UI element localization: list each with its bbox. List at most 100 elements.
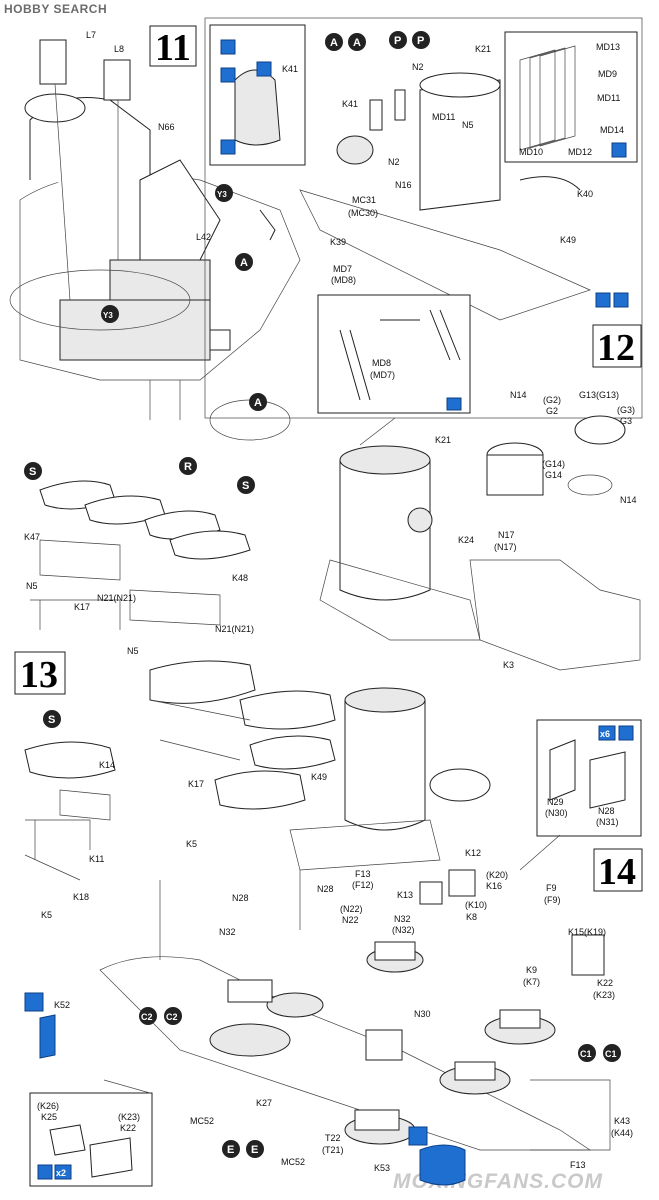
label-n32-a: N32 xyxy=(219,927,236,937)
label-n2-b: N2 xyxy=(388,157,400,167)
label-md13: MD13 xyxy=(596,42,620,52)
label-n32p: (N32) xyxy=(392,925,415,935)
paint-icon-k52 xyxy=(24,992,44,1012)
label-g3: G3 xyxy=(620,416,632,426)
svg-text:S: S xyxy=(48,714,55,726)
label-md8-inset: MD8 xyxy=(372,358,391,368)
label-k22-b: K22 xyxy=(120,1123,136,1133)
svg-text:C1: C1 xyxy=(605,1049,617,1059)
label-n14-b: N14 xyxy=(620,495,637,505)
label-k17-a: K17 xyxy=(74,602,90,612)
label-n28-b: N28 xyxy=(317,884,334,894)
label-k49-a: K49 xyxy=(560,235,576,245)
label-k15: K15(K19) xyxy=(568,927,606,937)
label-n30p: (N30) xyxy=(545,808,568,818)
label-f12p: (F12) xyxy=(352,880,374,890)
label-k24: K24 xyxy=(458,535,474,545)
marker-y3-mid: Y3 xyxy=(101,305,119,323)
label-g14: G14 xyxy=(545,470,562,480)
step-14-number: 14 xyxy=(598,851,636,893)
label-k3: K3 xyxy=(503,660,514,670)
label-md11-b: MD11 xyxy=(597,93,620,103)
label-n66: N66 xyxy=(158,122,175,132)
label-n5-c: N5 xyxy=(127,646,139,656)
label-mc52-a: MC52 xyxy=(190,1116,214,1126)
watermark-top: HOBBY SEARCH xyxy=(4,2,108,16)
marker-a-1: A xyxy=(325,33,343,51)
label-n22: N22 xyxy=(342,915,359,925)
glue-icon-b1 xyxy=(613,292,629,308)
svg-text:A: A xyxy=(330,37,338,49)
label-f13-b: F13 xyxy=(570,1160,586,1170)
paint-icon-md xyxy=(611,142,627,158)
label-k43: K43 xyxy=(614,1116,630,1126)
label-md12: MD12 xyxy=(568,147,592,157)
label-n30: N30 xyxy=(414,1009,431,1019)
label-t22: T22 xyxy=(325,1133,341,1143)
label-g13: G13(G13) xyxy=(579,390,619,400)
label-md8p: (MD8) xyxy=(331,275,356,285)
label-k22-a: K22 xyxy=(597,978,613,988)
label-k9: K9 xyxy=(526,965,537,975)
svg-text:P: P xyxy=(394,35,401,47)
label-k44p: (K44) xyxy=(611,1128,633,1138)
label-f9: F9 xyxy=(546,883,557,893)
label-l7: L7 xyxy=(86,30,96,40)
marker-s-3: S xyxy=(43,710,61,728)
label-n22p: (N22) xyxy=(340,904,363,914)
label-k47: K47 xyxy=(24,532,40,542)
label-g14p: (G14) xyxy=(542,459,565,469)
marker-y3-top: Y3 xyxy=(215,184,233,202)
label-md7p-inset: (MD7) xyxy=(370,370,395,380)
marker-r: R xyxy=(179,457,197,475)
marker-a-11a: A xyxy=(235,253,253,271)
label-n14-a: N14 xyxy=(510,390,527,400)
svg-text:x2: x2 xyxy=(56,1168,66,1178)
label-n17: N17 xyxy=(498,530,515,540)
step-11-number: 11 xyxy=(155,27,191,69)
label-mc30: (MC30) xyxy=(348,208,378,218)
svg-text:x6: x6 xyxy=(600,729,610,739)
label-k48: K48 xyxy=(232,573,248,583)
label-k21-b: K21 xyxy=(435,435,451,445)
marker-c1-1: C1 xyxy=(578,1044,596,1062)
step-12-number: 12 xyxy=(597,327,635,369)
marker-c2-2: C2 xyxy=(164,1007,182,1025)
label-k26p: (K26) xyxy=(37,1101,59,1111)
svg-text:C2: C2 xyxy=(141,1012,153,1022)
step-14-drawing xyxy=(99,869,611,1151)
svg-text:A: A xyxy=(240,257,248,269)
marker-p-2: P xyxy=(412,31,430,49)
label-k40: K40 xyxy=(577,189,593,199)
svg-text:E: E xyxy=(227,1144,234,1156)
label-n29: N29 xyxy=(547,797,564,807)
svg-text:S: S xyxy=(242,480,249,492)
label-n32-b: N32 xyxy=(394,914,411,924)
shield-k53-blue xyxy=(419,1144,466,1186)
label-k13: K13 xyxy=(397,890,413,900)
label-g3p: (G3) xyxy=(617,405,635,415)
label-md11-a: MD11 xyxy=(432,112,455,122)
ladder-drawing xyxy=(339,309,461,401)
marker-s-2: S xyxy=(237,476,255,494)
svg-text:C1: C1 xyxy=(580,1049,592,1059)
marker-a-11b: A xyxy=(249,393,267,411)
label-k39: K39 xyxy=(330,237,346,247)
label-k18: K18 xyxy=(73,892,89,902)
label-md7: MD7 xyxy=(333,264,352,274)
marker-e-2: E xyxy=(246,1140,264,1158)
step-14-box xyxy=(593,848,643,892)
marker-a-2: A xyxy=(348,33,366,51)
label-k20p: (K20) xyxy=(486,870,508,880)
label-k23p-b: (K23) xyxy=(118,1112,140,1122)
label-k12: K12 xyxy=(465,848,481,858)
marker-p-1: P xyxy=(389,31,407,49)
svg-text:S: S xyxy=(29,466,36,478)
label-k23p-a: (K23) xyxy=(593,990,615,1000)
icon-x2: x2 xyxy=(54,1164,72,1180)
label-k52: K52 xyxy=(54,1000,70,1010)
shield-k52-blue xyxy=(39,1014,56,1059)
label-g2: G2 xyxy=(546,406,558,416)
marker-c1-2: C1 xyxy=(603,1044,621,1062)
